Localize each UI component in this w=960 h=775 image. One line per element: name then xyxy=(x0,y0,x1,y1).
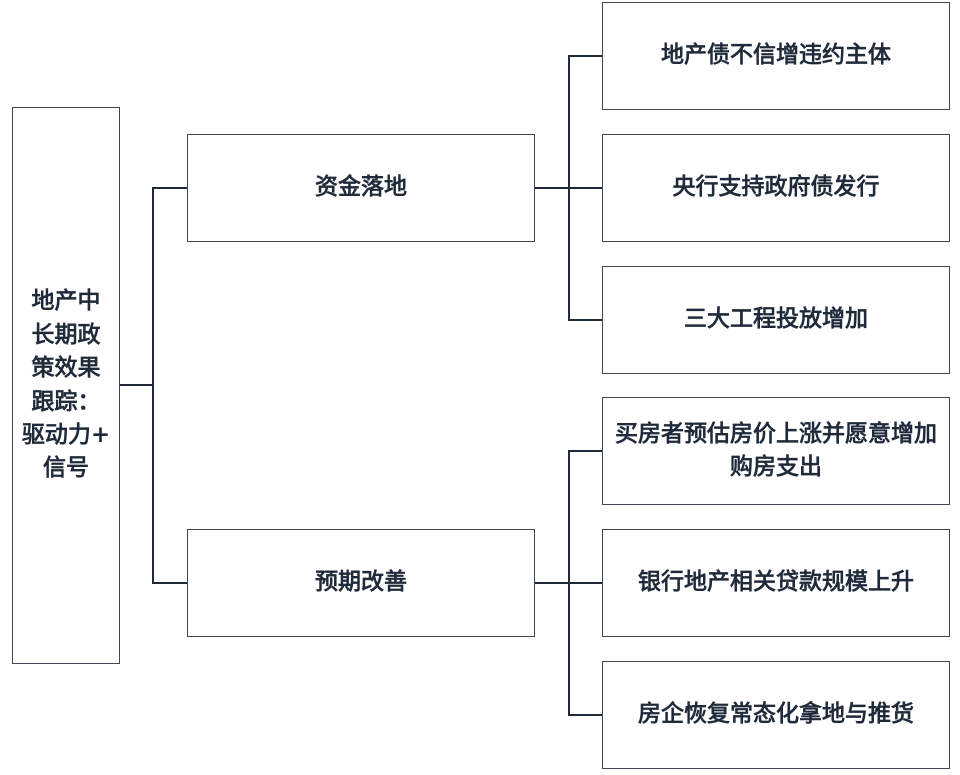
leaf-node-3: 三大工程投放增加 xyxy=(602,266,950,374)
root-label-line: 策效果 xyxy=(31,355,101,382)
root-label-line: 跟踪： xyxy=(31,388,101,415)
connector-to-mid-2 xyxy=(152,582,188,584)
leaf-node-label: 三大工程投放增加 xyxy=(684,306,868,333)
connector-mid-1-out xyxy=(534,187,570,189)
leaf-node-5: 银行地产相关贷款规模上升 xyxy=(602,529,950,637)
connector-to-leaf-4 xyxy=(568,450,602,452)
connector-to-mid-1 xyxy=(152,187,188,189)
mid-node-expectation: 预期改善 xyxy=(187,529,535,637)
leaf-node-label: 银行地产相关贷款规模上升 xyxy=(638,569,914,596)
connector-to-leaf-3 xyxy=(568,319,602,321)
connector-mid-2-out xyxy=(534,582,570,584)
connector-to-leaf-6 xyxy=(568,714,602,716)
mid-node-label: 资金落地 xyxy=(315,174,407,201)
leaf-node-label: 房企恢复常态化拿地与推货 xyxy=(638,701,914,728)
root-label-line: 长期政 xyxy=(31,321,101,348)
connector-root-vertical xyxy=(152,187,154,584)
connector-root-out xyxy=(120,384,154,386)
connector-to-leaf-5 xyxy=(568,582,602,584)
root-label-line: 信号 xyxy=(43,455,89,482)
root-label-line: 驱动力+ xyxy=(21,421,111,448)
connector-to-leaf-1 xyxy=(568,55,602,57)
mid-node-funding: 资金落地 xyxy=(187,134,535,242)
root-label-line: 地产中 xyxy=(31,288,101,315)
leaf-node-6: 房企恢复常态化拿地与推货 xyxy=(602,661,950,769)
leaf-node-2: 央行支持政府债发行 xyxy=(602,134,950,242)
leaf-node-4: 买房者预估房价上涨并愿意增加购房支出 xyxy=(602,397,950,505)
leaf-node-label: 央行支持政府债发行 xyxy=(672,174,880,201)
leaf-node-label: 地产债不信增违约主体 xyxy=(661,42,891,69)
root-node-label: 地产中 长期政 策效果 跟踪： 驱动力+ 信号 xyxy=(22,285,110,485)
root-node: 地产中 长期政 策效果 跟踪： 驱动力+ 信号 xyxy=(12,107,120,664)
connector-to-leaf-2 xyxy=(568,187,602,189)
leaf-node-1: 地产债不信增违约主体 xyxy=(602,2,950,110)
leaf-node-label: 买房者预估房价上涨并愿意增加购房支出 xyxy=(615,420,937,480)
mid-node-label: 预期改善 xyxy=(315,569,407,596)
